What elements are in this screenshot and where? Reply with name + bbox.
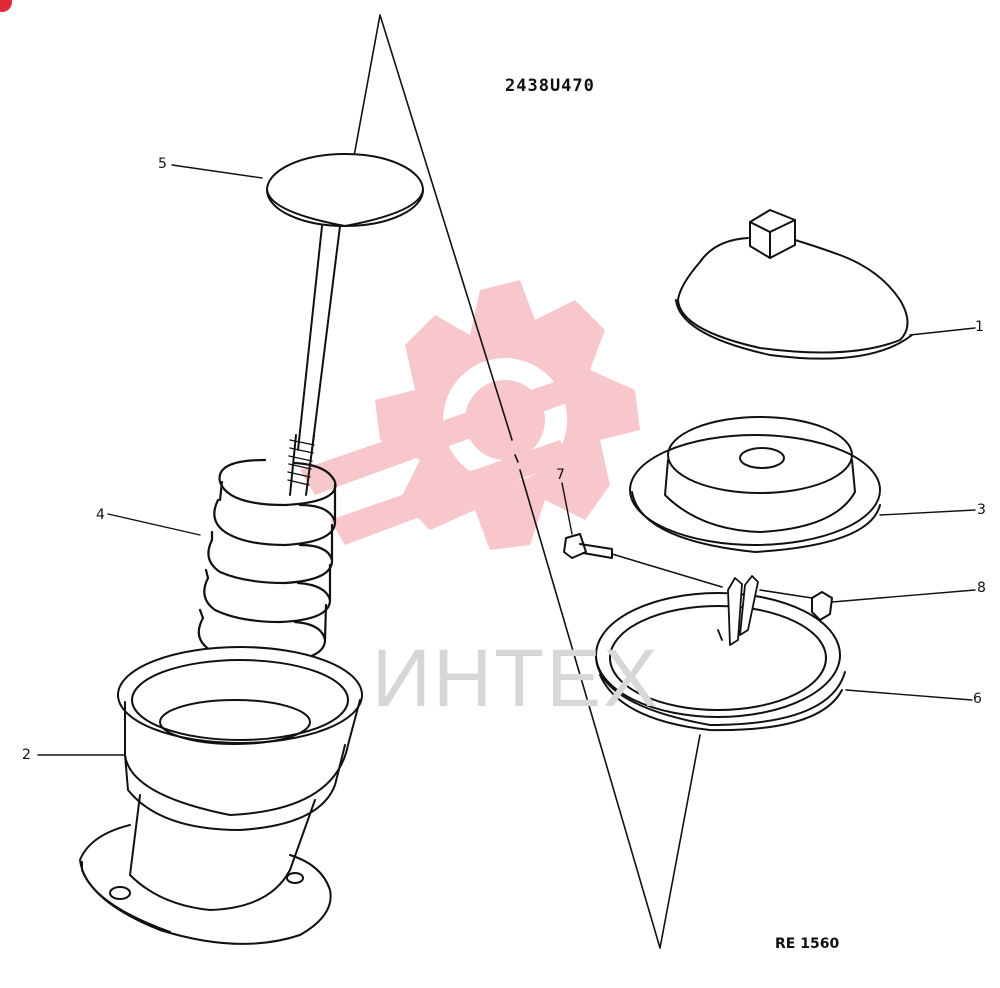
callout-8: 8 [977,580,986,596]
part-2-housing [79,646,363,945]
callout-7: 7 [556,467,565,483]
part-6-ring [595,592,846,732]
part-7-bolt [563,533,723,588]
drawing-number: 2438U470 [505,76,595,96]
clamp-lugs [717,575,759,646]
part-1-cap [675,209,913,360]
reference-code: RE 1560 [775,936,840,952]
part-8-nut [759,589,833,621]
callout-5: 5 [158,156,167,172]
leader-lines [37,164,976,756]
callout-1: 1 [975,319,984,335]
callout-2: 2 [22,747,31,763]
assembly-guide-lines [349,14,701,949]
callout-6: 6 [973,691,982,707]
part-3-plate [629,416,881,553]
corner-marker [0,0,12,12]
callout-3: 3 [977,502,986,518]
watermark-text: ИНТЕХ [372,633,660,724]
watermark-gear-logo [300,280,640,550]
callout-4: 4 [96,507,105,523]
part-5-valve-stem [266,153,424,496]
